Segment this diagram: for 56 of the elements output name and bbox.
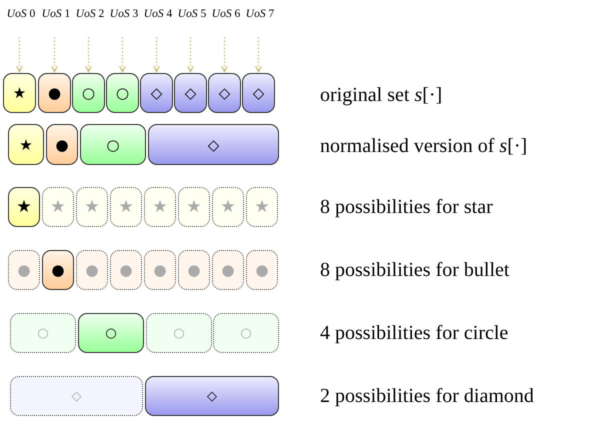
arrow xyxy=(119,37,126,73)
symbol-box: ★ xyxy=(8,124,44,165)
symbol-box: ○ xyxy=(106,73,139,113)
symbol-box: ◇ xyxy=(242,73,275,113)
row-caption: 4 possibilities for circle xyxy=(320,321,508,345)
faded-symbol-box: ○ xyxy=(213,313,279,353)
arrow xyxy=(51,37,58,73)
arrow xyxy=(221,37,228,73)
symbol-box: ● xyxy=(38,73,71,113)
unit-label: UoS 5 xyxy=(177,8,207,20)
unit-label: UoS 2 xyxy=(75,8,105,20)
faded-symbol-box: ★ xyxy=(178,187,210,227)
faded-symbol-box: ● xyxy=(178,250,210,290)
row-caption: 2 possibilities for diamond xyxy=(320,384,534,408)
faded-symbol-box: ● xyxy=(144,250,176,290)
unit-label: UoS 0 xyxy=(6,8,36,20)
faded-symbol-box: ★ xyxy=(110,187,142,227)
arrow xyxy=(16,37,23,73)
symbol-box: ● xyxy=(42,250,74,290)
row-caption: original set s[·] xyxy=(320,83,442,107)
faded-symbol-box: ★ xyxy=(246,187,278,227)
symbol-box: ◇ xyxy=(208,73,241,113)
unit-label: UoS 6 xyxy=(211,8,241,20)
row-caption: 8 possibilities for star xyxy=(320,195,493,219)
faded-symbol-box: ★ xyxy=(212,187,244,227)
symbol-box: ★ xyxy=(8,187,40,227)
faded-symbol-box: ● xyxy=(110,250,142,290)
unit-label: UoS 7 xyxy=(245,8,275,20)
symbol-box: ◇ xyxy=(174,73,207,113)
faded-symbol-box: ★ xyxy=(76,187,108,227)
symbol-box: ○ xyxy=(72,73,105,113)
symbol-box: ○ xyxy=(78,313,144,353)
faded-symbol-box: ★ xyxy=(144,187,176,227)
arrow xyxy=(85,37,92,73)
faded-symbol-box: ● xyxy=(246,250,278,290)
unit-label: UoS 1 xyxy=(41,8,71,20)
symbol-box: ★ xyxy=(3,73,36,113)
symbol-box: ◇ xyxy=(145,376,279,416)
row-caption: normalised version of s[·] xyxy=(320,134,528,158)
symbol-box: ◇ xyxy=(140,73,173,113)
faded-symbol-box: ● xyxy=(212,250,244,290)
faded-symbol-box: ● xyxy=(76,250,108,290)
arrow xyxy=(153,37,160,73)
faded-symbol-box: ● xyxy=(8,250,40,290)
symbol-box: ◇ xyxy=(148,124,279,165)
arrow xyxy=(255,37,262,73)
symbol-box: ● xyxy=(46,124,78,165)
unit-label: UoS 4 xyxy=(143,8,173,20)
unit-label: UoS 3 xyxy=(109,8,139,20)
symbol-box: ○ xyxy=(80,124,146,165)
arrow xyxy=(187,37,194,73)
faded-symbol-box: ★ xyxy=(42,187,74,227)
faded-symbol-box: ○ xyxy=(10,313,76,353)
faded-symbol-box: ○ xyxy=(146,313,212,353)
row-caption: 8 possibilities for bullet xyxy=(320,258,510,282)
faded-symbol-box: ◇ xyxy=(10,376,143,416)
